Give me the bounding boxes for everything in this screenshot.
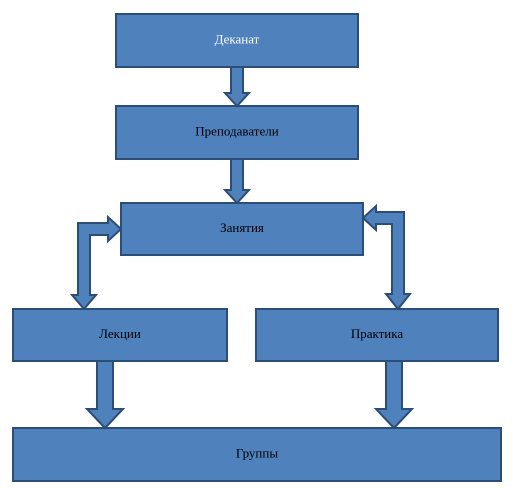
label-praktika: Практика	[351, 326, 404, 341]
box-gruppy	[12, 427, 502, 482]
box-praktika	[255, 308, 499, 362]
label-dekanat: Деканат	[215, 31, 260, 46]
arrow-praktika-to-gruppy	[373, 360, 415, 430]
arrow-zanyatiya-praktika	[361, 203, 413, 311]
label-lektsii: Лекции	[99, 326, 141, 341]
arrow-dekanat-to-prepodavateli	[222, 66, 252, 108]
label-gruppy: Группы	[236, 445, 278, 460]
box-prepodavateli	[115, 105, 359, 160]
box-zanyatiya	[120, 202, 364, 256]
arrow-lektsii-to-gruppy	[84, 360, 126, 430]
arrow-zanyatiya-lektsii	[69, 214, 123, 311]
label-prepodavateli: Преподаватели	[195, 123, 278, 138]
label-zanyatiya: Занятия	[220, 220, 264, 235]
box-lektsii	[12, 308, 228, 362]
box-dekanat	[115, 13, 359, 68]
arrow-prepodavateli-to-zanyatiya	[222, 158, 252, 205]
